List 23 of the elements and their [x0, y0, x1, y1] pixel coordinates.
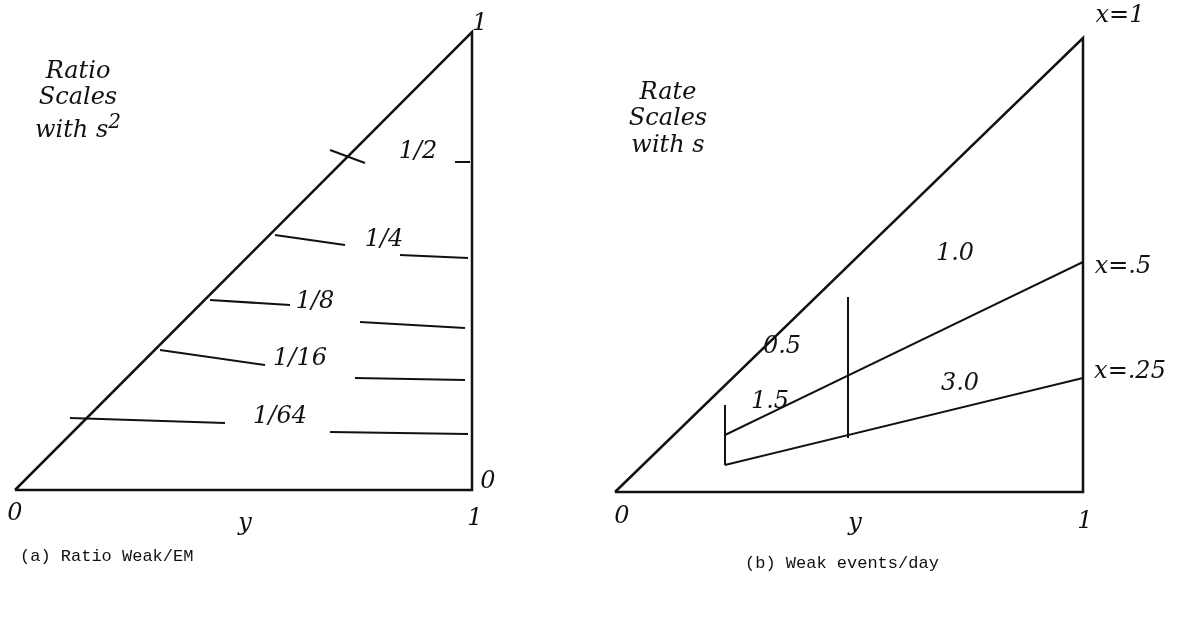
axis-label: x=.5 [1094, 251, 1152, 279]
scale-note: Ratio Scales with s$^{2}$ [34, 57, 122, 143]
axis-label: x=1 [1095, 0, 1145, 28]
contour-value: 1/2 [398, 136, 438, 164]
contour-value: 1/16 [273, 343, 327, 371]
axis-label: 0 [614, 501, 630, 529]
scale-note: Rate Scales with s [627, 78, 709, 158]
axis-label: x=.25 [1094, 356, 1166, 384]
axis-label: 1 [1077, 506, 1093, 534]
region-value: 1.0 [935, 238, 975, 266]
contour-value: 1/8 [295, 286, 335, 314]
region-value: 1.5 [750, 386, 790, 414]
figure-caption: (b) Weak events/day [745, 555, 939, 574]
axis-label: 0 [7, 498, 23, 526]
axis-label: y [238, 508, 252, 536]
axis-label: 1 [472, 8, 488, 36]
region-value: 3.0 [940, 368, 980, 396]
contour-value: 1/4 [364, 224, 404, 252]
contour-value: 1/64 [253, 401, 307, 429]
axis-label: y [848, 508, 862, 536]
axis-label: 1 [467, 503, 483, 531]
axis-label: 0 [480, 466, 496, 494]
figure-caption: (a) Ratio Weak/EM [20, 548, 194, 567]
